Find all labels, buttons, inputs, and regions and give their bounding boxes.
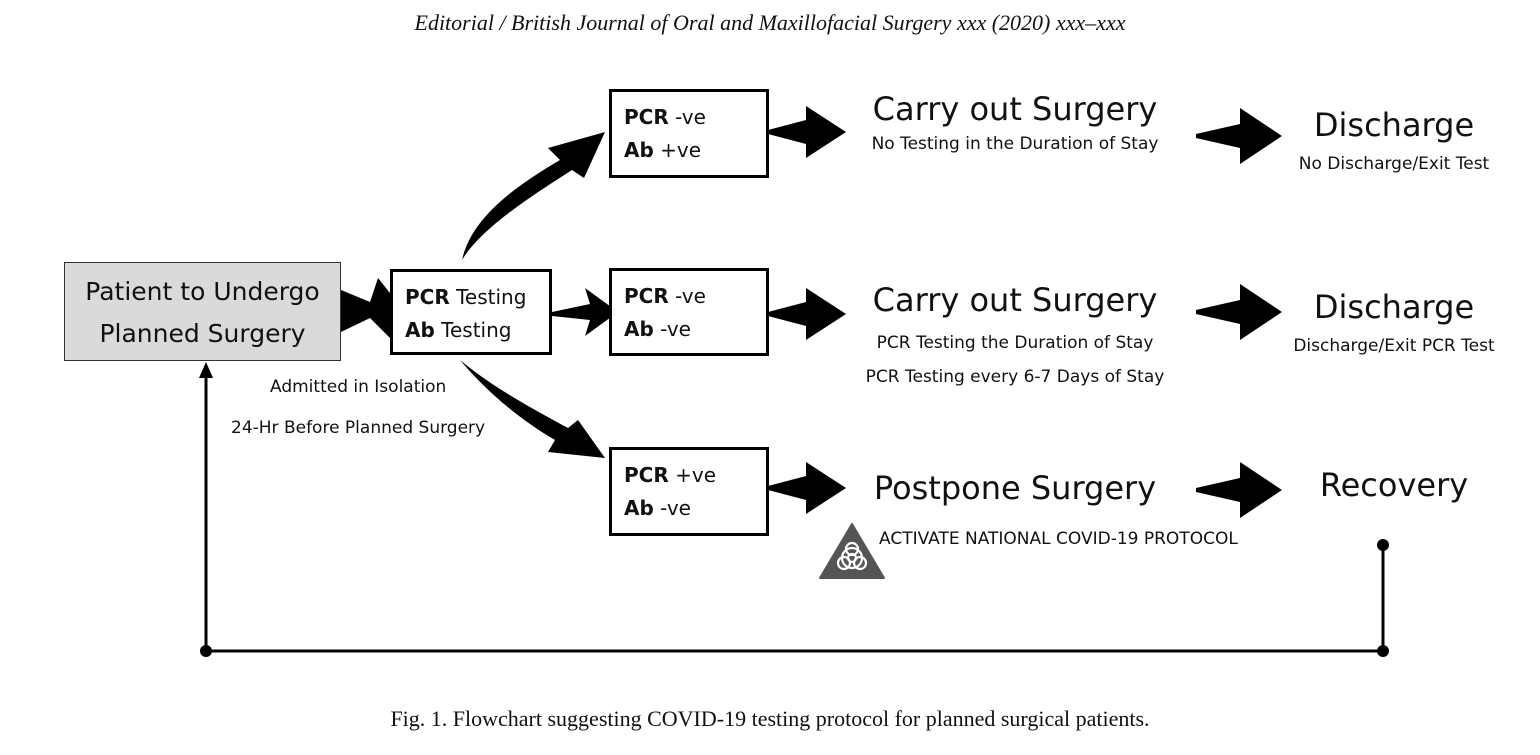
loop-arrowhead (199, 362, 213, 378)
action-mid-note2: PCR Testing every 6-7 Days of Stay (865, 367, 1165, 387)
action-middle: Carry out Surgery PCR Testing the Durati… (850, 281, 1180, 387)
outcome-mid-title: Discharge (1313, 288, 1475, 326)
action-bottom: Postpone Surgery (850, 469, 1180, 507)
result-top-ab: Ab +ve (624, 138, 702, 162)
arrow-top-to-outcome (1196, 108, 1282, 164)
admit-note-line2: 24-Hr Before Planned Surgery (231, 418, 486, 438)
arrow-bot-to-action (768, 462, 846, 514)
arrow-patient-to-testing (341, 278, 398, 338)
outcome-middle: Discharge Discharge/Exit PCR Test (1290, 288, 1498, 356)
action-mid-note1: PCR Testing the Duration of Stay (876, 333, 1154, 353)
result-top-pcr: PCR -ve (624, 105, 706, 129)
result-mid-ab: Ab -ve (624, 317, 691, 341)
action-bot-title: Postpone Surgery (873, 469, 1157, 507)
loop-dot-right (1377, 645, 1389, 657)
action-top: Carry out Surgery No Testing in the Dura… (850, 90, 1180, 154)
arrow-bot-to-outcome (1196, 462, 1282, 518)
arrow-mid-to-action (768, 288, 846, 340)
testing-ab-line: Ab Testing (405, 318, 512, 342)
arrow-curve-down (460, 360, 605, 458)
result-box-bottom: PCR +ve Ab -ve (609, 447, 769, 536)
outcome-top-note: No Discharge/Exit Test (1298, 154, 1490, 174)
action-top-title: Carry out Surgery (872, 90, 1158, 128)
testing-box: PCR Testing Ab Testing (390, 269, 552, 355)
patient-line1: Patient to Undergo (85, 277, 320, 306)
testing-pcr-line: PCR Testing (405, 285, 527, 309)
protocol-note: ACTIVATE NATIONAL COVID-19 PROTOCOL (879, 529, 1238, 549)
result-box-middle: PCR -ve Ab -ve (609, 268, 769, 356)
outcome-bottom: Recovery (1290, 466, 1498, 504)
outcome-bot-title: Recovery (1319, 466, 1469, 504)
biohazard-icon (819, 523, 885, 579)
outcome-top: Discharge No Discharge/Exit Test (1290, 106, 1498, 174)
outcome-mid-note: Discharge/Exit PCR Test (1293, 336, 1495, 356)
patient-line2: Planned Surgery (99, 319, 306, 348)
action-mid-title: Carry out Surgery (872, 281, 1158, 319)
arrow-testing-to-middle (552, 288, 618, 336)
loop-dot-left (200, 645, 212, 657)
result-box-top: PCR -ve Ab +ve (609, 89, 769, 178)
arrow-top-to-action (768, 106, 846, 158)
figure-caption: Fig. 1. Flowchart suggesting COVID-19 te… (390, 706, 1150, 731)
loop-dot-top (1377, 539, 1389, 551)
action-top-note: No Testing in the Duration of Stay (871, 134, 1159, 154)
arrow-mid-to-outcome (1196, 284, 1282, 340)
running-header: Editorial / British Journal of Oral and … (414, 10, 1126, 35)
admit-note-line1: Admitted in Isolation (270, 377, 447, 397)
patient-box: Patient to Undergo Planned Surgery (64, 262, 341, 361)
result-mid-pcr: PCR -ve (624, 284, 706, 308)
result-bot-ab: Ab -ve (624, 496, 691, 520)
outcome-top-title: Discharge (1313, 106, 1475, 144)
arrow-curve-up (462, 132, 605, 260)
result-bot-pcr: PCR +ve (624, 463, 717, 487)
